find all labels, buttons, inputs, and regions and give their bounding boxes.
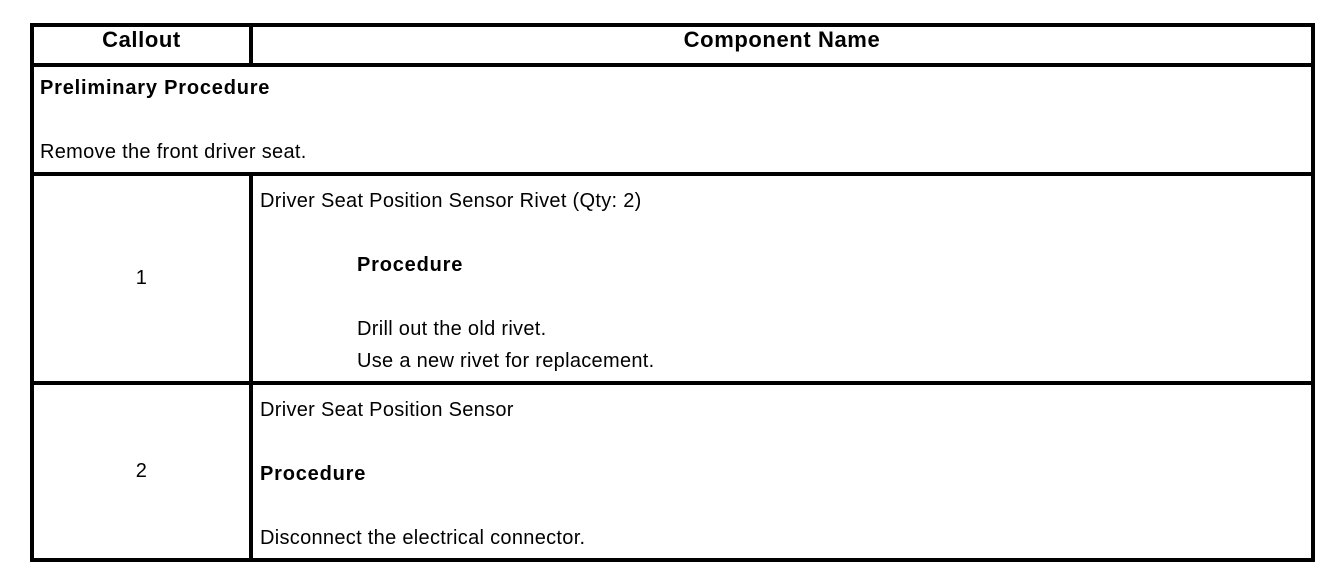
spacer [260,281,1303,313]
callout-number-cell: 1 [30,172,253,385]
table-header-row: Callout Component Name [30,23,1315,67]
procedure-heading: Procedure [357,254,464,276]
spacer [260,217,1303,249]
spacer [40,104,1303,136]
procedure-step: Disconnect the electrical connector. [260,527,586,549]
procedure-step: Use a new rivet for replacement. [357,350,655,372]
spacer [260,426,1303,458]
preliminary-procedure-cell: Preliminary Procedure Remove the front d… [30,63,1315,176]
procedure-heading: Procedure [260,463,367,485]
component-cell: Driver Seat Position Sensor Rivet (Qty: … [249,172,1315,385]
callout-column-header: Callout [30,23,253,67]
preliminary-procedure-row: Preliminary Procedure Remove the front d… [30,63,1315,176]
component-cell: Driver Seat Position Sensor Procedure Di… [249,381,1315,562]
preliminary-procedure-instruction: Remove the front driver seat. [40,141,307,163]
table-row: 2 Driver Seat Position Sensor Procedure … [30,381,1315,562]
table-row: 1 Driver Seat Position Sensor Rivet (Qty… [30,172,1315,385]
spacer [260,490,1303,522]
component-name: Driver Seat Position Sensor [260,399,514,421]
component-column-header: Component Name [249,23,1315,67]
callout-number-cell: 2 [30,381,253,562]
procedure-step: Drill out the old rivet. [357,318,547,340]
component-name: Driver Seat Position Sensor Rivet (Qty: … [260,190,642,212]
component-callout-table: Callout Component Name Preliminary Proce… [30,23,1315,562]
preliminary-procedure-title: Preliminary Procedure [40,77,271,99]
